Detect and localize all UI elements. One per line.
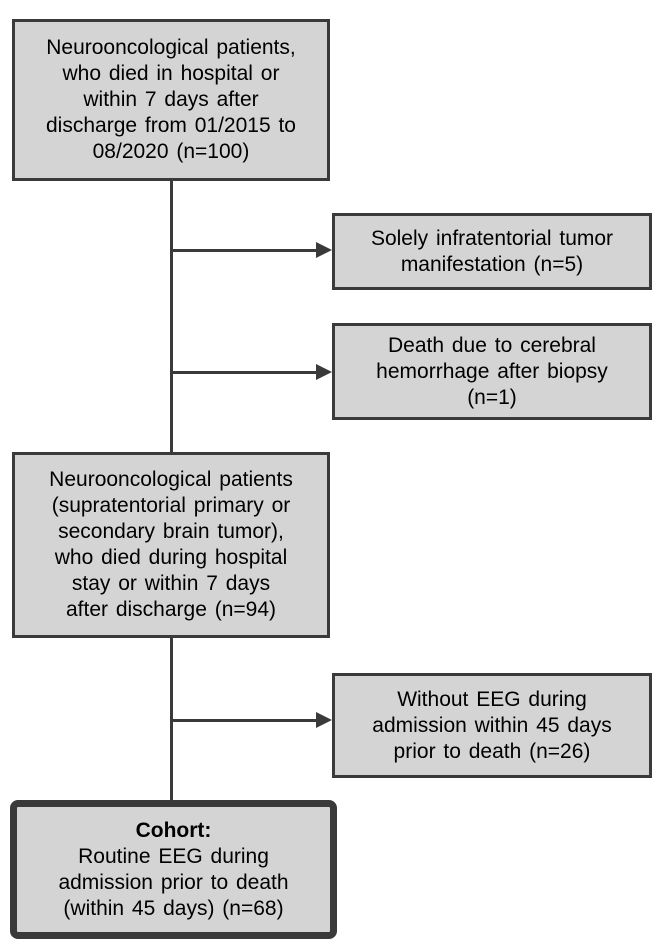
connector-to-hemorrhage-exclusion: [171, 371, 317, 374]
box-supratentorial-patients: Neurooncological patients (supratentoria…: [12, 452, 330, 638]
connector-initial-to-supratentorial: [170, 180, 173, 453]
arrowhead-right-icon: [316, 364, 332, 380]
box-final-cohort-title: Cohort:: [135, 818, 212, 842]
box-excluded-infratentorial-text: Solely infratentorial tumor manifestatio…: [370, 226, 614, 276]
box-excluded-infratentorial: Solely infratentorial tumor manifestatio…: [332, 213, 652, 290]
box-initial-patients: Neurooncological patients, who died in h…: [12, 19, 330, 181]
connector-to-infratentorial-exclusion: [171, 249, 317, 252]
box-initial-patients-text: Neurooncological patients, who died in h…: [46, 36, 296, 163]
arrowhead-right-icon: [316, 242, 332, 258]
box-supratentorial-patients-text: Neurooncological patients (supratentoria…: [49, 468, 293, 621]
box-excluded-no-eeg-text: Without EEG during admission within 45 d…: [372, 687, 612, 763]
box-excluded-hemorrhage: Death due to cerebral hemorrhage after b…: [332, 323, 652, 420]
box-excluded-hemorrhage-text: Death due to cerebral hemorrhage after b…: [376, 333, 608, 409]
box-excluded-no-eeg: Without EEG during admission within 45 d…: [332, 673, 652, 778]
box-final-cohort: Cohort: Routine EEG during admission pri…: [10, 800, 337, 939]
box-final-cohort-text: Routine EEG during admission prior to de…: [58, 844, 289, 920]
connector-to-no-eeg-exclusion: [171, 719, 317, 722]
arrowhead-right-icon: [316, 712, 332, 728]
